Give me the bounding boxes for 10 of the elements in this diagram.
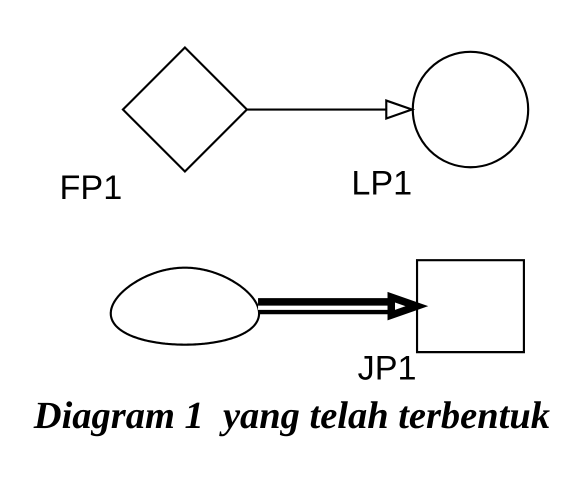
arrow [258,291,428,320]
node-cloud [110,266,260,346]
node-box [416,258,525,353]
node-diamond [121,46,248,173]
node-label: LP1 [351,164,412,202]
node-label: JP1 [358,348,417,387]
node-circle [412,50,530,168]
caption: Diagram 1 yang telah terbentuk [34,394,550,436]
node-label: FP1 [60,168,122,206]
arrow [247,98,416,120]
